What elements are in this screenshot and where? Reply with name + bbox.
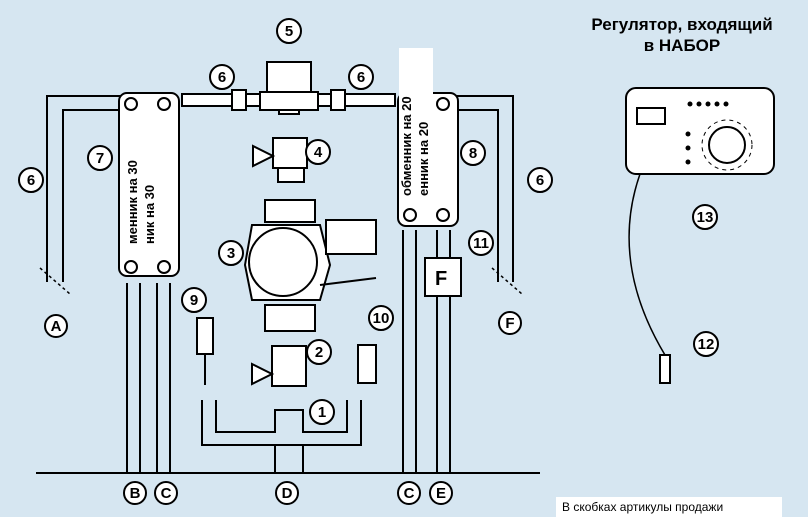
callout-6-text: 6: [218, 69, 226, 86]
callout-7-text: 7: [96, 150, 104, 167]
callout-11-text: 11: [473, 235, 489, 252]
letter-f-6: F: [498, 311, 522, 335]
callout-5: 5: [276, 18, 302, 44]
callout-8: 8: [460, 140, 486, 166]
letter-e-5-text: E: [436, 485, 446, 502]
callout-12-text: 12: [698, 336, 715, 353]
drain-fitting-body: [357, 344, 377, 384]
letter-c-4: C: [397, 481, 421, 505]
callout-2-text: 2: [315, 344, 323, 361]
callout-8-text: 8: [469, 145, 477, 162]
letter-a-0-text: A: [51, 318, 62, 335]
port-right-br: [436, 208, 450, 222]
letter-b-1-text: B: [130, 485, 141, 502]
port-left-tr: [157, 97, 171, 111]
regulator-title: Регулятор, входящий в НАБОР: [560, 14, 804, 56]
pump-motor-line: [319, 277, 377, 286]
valve-lower-handle: [251, 362, 275, 386]
connector-right: [344, 93, 396, 107]
port-left-br: [157, 260, 171, 274]
connector-right-nut2: [316, 93, 332, 107]
callout-6-2: 6: [348, 64, 374, 90]
pipe-left-outer: [46, 95, 121, 282]
valve-upper-bottom: [277, 167, 305, 183]
letter-d-3: D: [275, 481, 299, 505]
letter-e-5: E: [429, 481, 453, 505]
pump-rotor: [248, 227, 318, 297]
exchanger-left-labels: менник на 30 ник на 30: [123, 113, 159, 248]
exchanger-left-label-1: менник на 30: [125, 160, 140, 244]
pipe-right-cut: [491, 267, 523, 295]
letter-b-1: B: [123, 481, 147, 505]
sensor-cable: [628, 173, 666, 356]
exchanger-right-label-2: енник на 20: [416, 122, 431, 196]
callout-12: 12: [693, 331, 719, 357]
exchanger-right-labels: обменник на 20 енник на 20: [399, 48, 433, 198]
letter-a-0: A: [44, 314, 68, 338]
sensor-probe: [659, 354, 671, 384]
callout-6-4: 6: [527, 167, 553, 193]
pump-bottom-nut: [264, 304, 316, 332]
regulator-switch: [636, 107, 666, 125]
callout-7: 7: [87, 145, 113, 171]
regulator-box: [625, 87, 775, 175]
manifold: [201, 400, 362, 446]
callout-3: 3: [218, 240, 244, 266]
safety-valve-body: [196, 317, 214, 355]
valve-upper-body: [272, 137, 308, 169]
pipe-left-cut: [39, 267, 71, 295]
callout-9-text: 9: [190, 292, 198, 309]
regulator-title-line-1: Регулятор, входящий: [591, 15, 773, 34]
connector-left-nut2: [245, 93, 261, 107]
callout-6: 6: [209, 64, 235, 90]
callout-6-2-text: 6: [357, 69, 365, 86]
letter-c-4-text: C: [404, 485, 415, 502]
callout-5-text: 5: [285, 23, 293, 40]
port-left-bl: [124, 260, 138, 274]
letter-c-2-text: C: [161, 485, 172, 502]
callout-6-4-text: 6: [536, 172, 544, 189]
flow-meter-letter: F: [435, 268, 447, 290]
callout-3-text: 3: [227, 245, 235, 262]
air-vent-tee: [259, 91, 319, 111]
flow-meter-box: [424, 257, 462, 297]
callout-1-text: 1: [318, 404, 326, 421]
port-left-tl: [124, 97, 138, 111]
callout-10-text: 10: [373, 310, 390, 327]
valve-upper-handle: [252, 144, 276, 168]
callout-4: 4: [305, 139, 331, 165]
callout-9: 9: [181, 287, 207, 313]
exchanger-right-label-1: обменник на 20: [399, 96, 414, 196]
callout-6-3: 6: [18, 167, 44, 193]
regulator-knob-ring: [701, 119, 753, 171]
regulator-title-line-2: в НАБОР: [643, 36, 721, 55]
port-right-tr: [436, 97, 450, 111]
callout-4-text: 4: [314, 144, 323, 161]
pump-motor-box: [325, 219, 377, 255]
regulator-knob: [708, 126, 746, 164]
callout-6-3-text: 6: [27, 172, 35, 189]
pump-top-nut: [264, 199, 316, 223]
connector-left-nut: [231, 89, 247, 111]
callout-13: 13: [692, 204, 718, 230]
callout-11: 11: [468, 230, 494, 256]
callout-10: 10: [368, 305, 394, 331]
connector-right-nut: [330, 89, 346, 111]
footnote: В скобках артикулы продажи: [556, 497, 782, 517]
valve-lower-body: [271, 345, 307, 387]
letter-d-3-text: D: [282, 485, 293, 502]
callout-13-text: 13: [697, 209, 714, 226]
exchanger-left-label-2: ник на 30: [142, 185, 157, 244]
connector-left: [181, 93, 233, 107]
letter-c-2: C: [154, 481, 178, 505]
port-right-bl: [403, 208, 417, 222]
callout-1: 1: [309, 399, 335, 425]
letter-f-6-text: F: [505, 315, 514, 332]
callout-2: 2: [306, 339, 332, 365]
